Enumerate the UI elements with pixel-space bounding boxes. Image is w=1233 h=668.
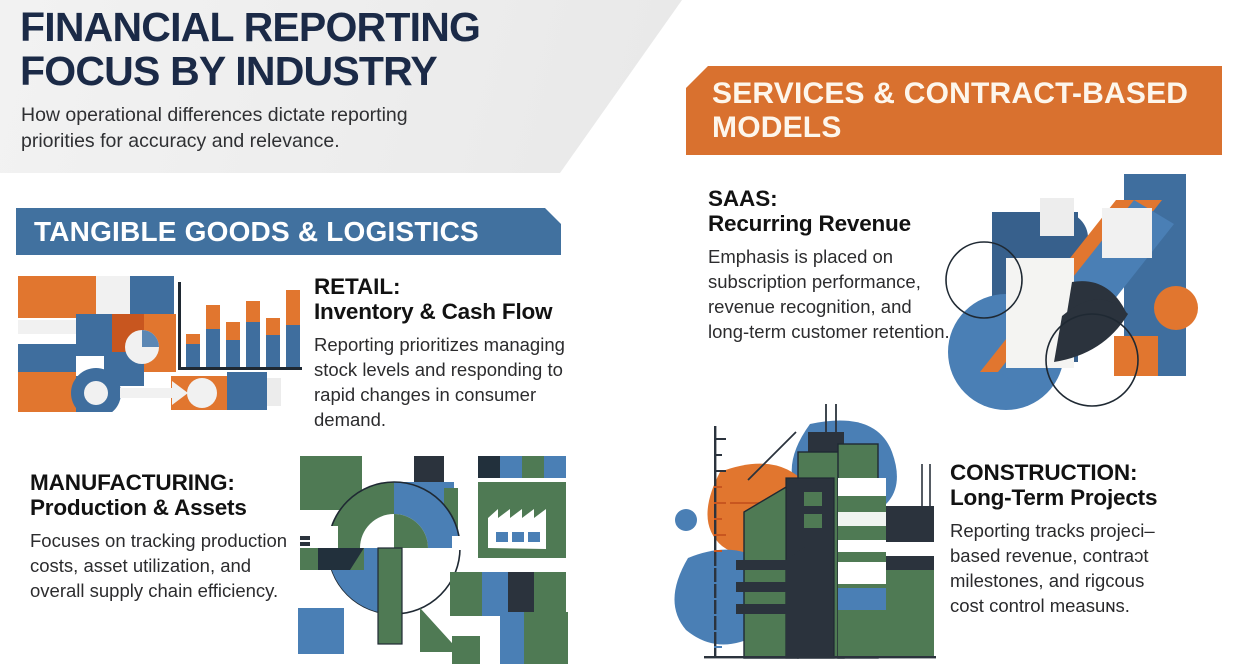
saas-heading: Recurring Revenue [708, 211, 911, 237]
factory-geometric-icon [292, 452, 580, 668]
construction-heading: Long-Term Projects [950, 485, 1158, 511]
construction-section: CONSTRUCTION: Long-Term Projects Reporti… [950, 460, 1222, 618]
retail-heading: Inventory & Cash Flow [314, 299, 553, 325]
construction-body-line: cost control measuɴs. [950, 595, 1130, 617]
manufacturing-kicker: MANUFACTURING: [30, 470, 235, 495]
banner-tangible-goods: TANGIBLE GOODS & LOGISTICS [16, 208, 561, 255]
saas-section: SaaS: Recurring Revenue Emphasis is plac… [708, 186, 956, 344]
manufacturing-body: Focuses on tracking production costs, as… [30, 529, 288, 602]
page-subtitle: How operational differences dictate repo… [21, 104, 408, 152]
factory-glyph [488, 509, 546, 549]
saas-body: Emphasis is placed on subscription perfo… [708, 245, 950, 343]
bar-chart-glyph [178, 282, 302, 370]
city-skyline-icon [664, 402, 964, 668]
banner-tangible-goods-label: TANGIBLE GOODS & LOGISTICS [34, 215, 479, 247]
manufacturing-section: MANUFACTURING: Production & Assets Focus… [30, 470, 300, 603]
retail-body: Reporting prioritizes managing stock lev… [314, 333, 565, 431]
retail-blocks-barchart-icon [16, 272, 306, 412]
ruler-glyph [714, 426, 782, 658]
banner-services-contract: SERVICES & CONTRACT-BASED MODELS [686, 66, 1222, 155]
abstract-shapes-icon [944, 172, 1232, 416]
construction-body-line: Reporting tracks projeci– [950, 519, 1155, 541]
retail-kicker: RETAIL: [314, 274, 401, 299]
retail-section: RETAIL: Inventory & Cash Flow Reporting … [314, 274, 594, 432]
construction-body: Reporting tracks projeci– based revenue,… [950, 518, 1222, 619]
header-band [0, 0, 682, 173]
page-title: FINANCIAL REPORTING FOCUS BY INDUSTRY [20, 4, 481, 94]
construction-body-line: milestones, and rigcous [950, 570, 1145, 592]
construction-body-line: based revenue, contraɔt [950, 544, 1149, 566]
construction-kicker: CONSTRUCTION: [950, 460, 1138, 485]
banner-services-contract-label: SERVICES & CONTRACT-BASED MODELS [712, 76, 1189, 144]
manufacturing-heading: Production & Assets [30, 495, 247, 521]
saas-kicker: SaaS: [708, 186, 778, 211]
